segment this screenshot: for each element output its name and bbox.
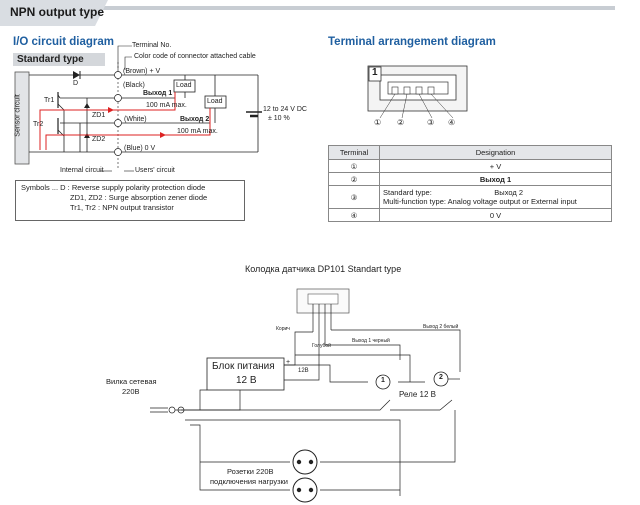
banner-line [0,6,615,10]
sensor-circuit-box [14,71,30,165]
terminal-arrangement-title: Terminal arrangement diagram [328,36,496,48]
standard-type-label: Standard type [13,53,105,66]
table-row: ② Выход 1 [328,172,612,186]
brown-wire-ru: Корич [276,326,290,332]
out2-wire-ru: Выход 2 белый [423,324,459,330]
terminal-3-circle [114,119,122,127]
load2-label: Load [207,98,223,105]
designation-line-2: Multi-function type: Analog voltage outp… [383,197,577,206]
terminal-designation: + V [379,159,612,173]
terminal-table: Terminal Designation ① + V ② Выход 1 ③ S… [328,145,612,222]
banner-tab [0,0,108,26]
plug-label-1: Вилка сетевая [106,377,157,386]
terminal-designation: 0 V [379,208,612,222]
psu-label: Блок питания [212,361,275,372]
black-wire-label: (Black) [123,82,145,89]
diode-d [73,71,80,79]
terminal-1-circle [114,71,122,79]
psu-box [206,357,285,391]
page-title: NPN output type [10,5,104,19]
wire-out2 [331,329,461,372]
terminal-no-label: Terminal No. [132,42,172,49]
header-banner: NPN output type [0,0,615,28]
output1-label: Выход 1 [143,90,173,97]
wiring-caption: Колодка датчика DP101 Standart type [245,264,402,274]
current2-label: 100 mA max. [177,128,218,135]
tr1-label: Tr1 [44,97,55,104]
pin-4 [427,86,435,95]
socket-2 [292,477,318,503]
psu-12v: 12В [298,368,309,374]
zd1-label: ZD1 [92,112,106,119]
pin-label-3: ③ [427,118,435,127]
color-code-label: Color code of connector attached cable [134,53,256,60]
white-wire-label: (White) [124,116,147,123]
terminal-4-circle [114,148,122,156]
symbols-line-3: Tr1, Tr2 : NPN output transistor [70,203,174,212]
relay-2-number: 2 [439,374,443,381]
plug-pin-1 [168,406,176,414]
connector-number-box [368,66,382,82]
designation-line-1: Standard type: Выход 2 [383,188,523,197]
current-path-2 [45,108,211,150]
table-header-row: Terminal Designation [328,145,612,160]
users-circuit-label: Users' circuit [135,167,175,174]
pin-2 [403,86,411,95]
relay-label: Реле 12 В [399,390,436,399]
sockets-label-2: подключения нагрузки [210,477,288,486]
connector-number: 1 [372,67,378,78]
table-row: ① + V [328,159,612,173]
terminal-designation: Standard type: Выход 2 Multi-function ty… [379,185,612,209]
wire-blue [284,340,320,381]
terminal-num: ② [328,172,380,186]
plug-label-2: 220В [122,387,140,396]
pin-3 [415,86,423,95]
output2-label: Выход 2 [180,116,210,123]
header-designation: Designation [379,145,612,160]
terminal-num: ③ [328,185,380,209]
sensor-circuit-label: Sensor circuit [14,94,22,137]
relay-coil-1 [375,374,391,390]
table-row: ④ 0 V [328,208,612,222]
current-path-1 [39,92,176,150]
sockets-label-1: Розетки 220В [227,467,274,476]
tr2-label: Tr2 [33,121,44,128]
load-1 [173,79,196,93]
out1-wire-ru: Выход 1 черный [352,338,390,344]
supply-voltage-label: 12 to 24 V DC [263,106,307,113]
diode-label: D [73,80,79,87]
terminal-2-circle [114,94,122,102]
header-terminal: Terminal [328,145,380,160]
symbols-line-2: ZD1, ZD2 : Surge absorption zener diode [70,193,208,202]
io-circuit-title: I/O circuit diagram [13,36,114,48]
symbols-legend: Symbols ... D : Reverse supply polarity … [15,180,245,221]
terminal-designation: Выход 1 [379,172,612,186]
blue-wire-ru: Голубой [312,343,331,349]
terminal-num: ① [328,159,380,173]
terminal-num: ④ [328,208,380,222]
brown-wire-label: (Brown) + V [123,68,161,75]
supply-tolerance-label: ± 10 % [268,115,290,122]
pin-label-2: ② [397,118,405,127]
pin-1 [391,86,399,95]
pin-label-4: ④ [448,118,456,127]
current1-label: 100 mA max. [146,102,187,109]
wire-out1 [324,336,401,360]
load-2 [204,95,227,109]
relay-1-number: 1 [381,377,385,384]
pin-label-1: ① [374,118,382,127]
load1-label: Load [176,82,192,89]
table-row: ③ Standard type: Выход 2 Multi-function … [328,185,612,209]
blue-wire-label: (Blue) 0 V [124,145,156,152]
symbols-line-1: Symbols ... D : Reverse supply polarity … [21,183,206,192]
zd2-label: ZD2 [92,136,106,143]
psu-plus: + [286,359,291,366]
socket-1 [292,449,318,475]
psu-voltage: 12 В [236,375,257,386]
internal-circuit-label: Internal circuit [60,167,104,174]
